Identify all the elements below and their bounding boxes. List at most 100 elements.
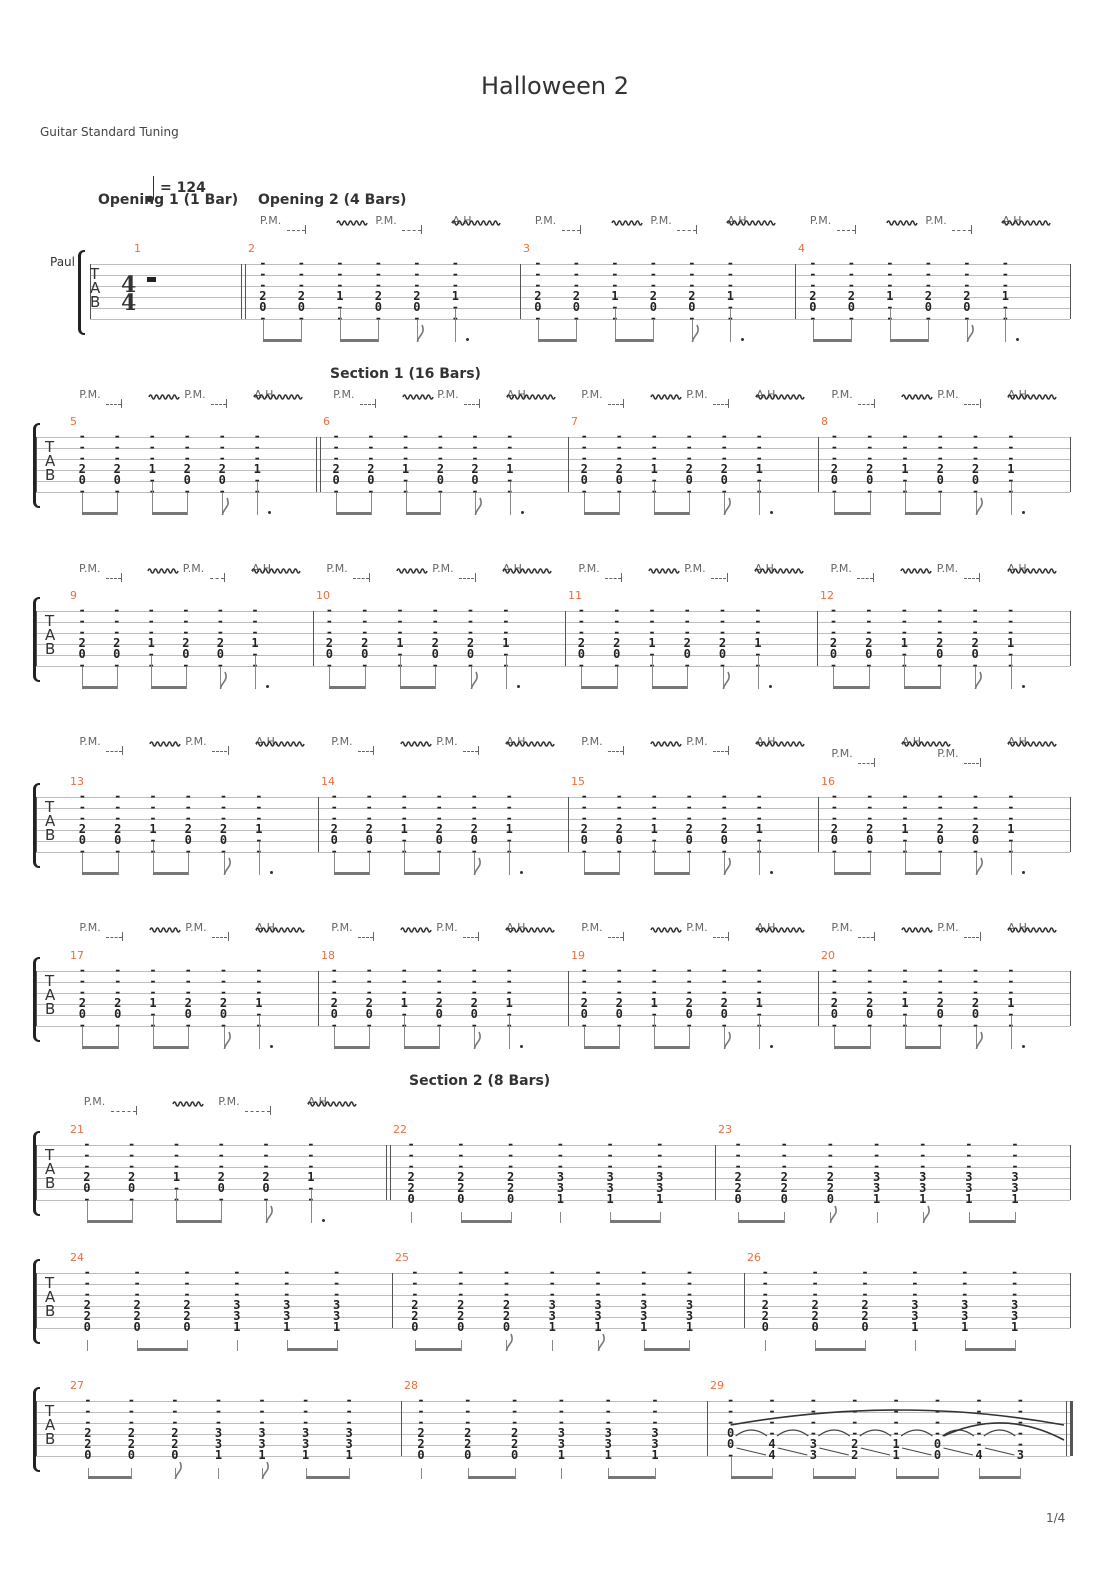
bar-number: 16 (821, 775, 835, 788)
tab-chord: ---20- (114, 789, 122, 858)
palm-mute-extension (677, 230, 696, 231)
note-stem (187, 493, 189, 515)
note-beam (738, 1220, 786, 1223)
note-stem (765, 1340, 767, 1351)
palm-mute-label: P.M. (331, 921, 353, 934)
tab-clef-letter: A (90, 279, 101, 297)
tab-chord: ---20- (78, 603, 86, 672)
note-stem (82, 1027, 84, 1049)
palm-mute-end (120, 573, 122, 582)
palm-mute-extension (964, 937, 980, 938)
vibrato-icon (149, 919, 183, 933)
dotted-note-dot (1021, 511, 1025, 514)
note-stem (619, 1027, 621, 1049)
bar-number: 10 (316, 589, 330, 602)
tab-chord: ---20- (330, 963, 338, 1032)
barline (313, 611, 314, 666)
palm-mute-label: P.M. (937, 921, 959, 934)
note-beam (262, 339, 303, 342)
palm-mute-extension (857, 578, 873, 579)
tab-chord: ---220 (457, 1137, 465, 1206)
eighth-flag-icon (723, 497, 733, 516)
barline (1070, 1273, 1071, 1328)
palm-mute-end (872, 573, 874, 582)
note-stem (730, 1457, 732, 1479)
vibrato-icon (886, 212, 920, 226)
staff-line (36, 852, 1070, 853)
note-stem (757, 656, 759, 689)
note-stem (851, 320, 853, 342)
tab-chord: ---20- (367, 429, 375, 498)
bar-number: 3 (523, 242, 530, 255)
tab-chord: ---331 (594, 1265, 602, 1334)
staff-line (36, 841, 1070, 842)
note-stem (834, 1027, 836, 1049)
bar-number: 7 (571, 415, 578, 428)
palm-mute-extension (713, 751, 729, 752)
tab-clef-letter: B (45, 466, 56, 484)
tab-chord: ---20- (259, 256, 267, 325)
section-label: Section 1 (16 Bars) (330, 366, 481, 382)
bar-number: 1 (134, 242, 141, 255)
vibrato-icon (255, 733, 308, 747)
note-stem (329, 667, 331, 689)
note-beam (614, 339, 655, 342)
palm-mute-label: P.M. (684, 562, 706, 575)
barline (1070, 971, 1071, 1026)
tab-chord: ---00- (727, 1393, 735, 1462)
tab-chord: -----4 (975, 1393, 983, 1462)
palm-mute-end (979, 758, 981, 767)
tab-chord: ---20- (830, 963, 839, 1032)
note-stem (722, 667, 724, 689)
staff-line (90, 275, 1070, 276)
dotted-note-dot (520, 1045, 524, 1048)
note-stem (509, 1016, 511, 1049)
palm-mute-extension (360, 404, 375, 405)
note-stem (82, 493, 84, 515)
note-stem (724, 1027, 726, 1049)
note-stem (581, 667, 583, 689)
note-stem (854, 1468, 856, 1479)
note-beam (643, 1348, 691, 1351)
vibrato-icon (650, 733, 684, 747)
vibrato-icon (251, 560, 304, 574)
tab-chord: ---20- (78, 429, 86, 498)
tab-chord: ---20- (936, 429, 944, 498)
note-beam (904, 872, 942, 875)
barline (1070, 797, 1071, 852)
tab-chord: ---20- (435, 963, 443, 1032)
palm-mute-label: P.M. (436, 921, 458, 934)
note-stem (117, 1027, 119, 1049)
tab-chord: ---20- (720, 789, 728, 858)
tab-clef-letter: B (45, 826, 56, 844)
note-beam (460, 1220, 512, 1223)
note-stem (1010, 482, 1012, 515)
bar-number: 26 (747, 1251, 761, 1264)
tab-chord: ---220 (411, 1265, 419, 1334)
tab-clef-letter: B (45, 1302, 56, 1320)
note-stem (186, 1340, 188, 1351)
palm-mute-label: P.M. (581, 735, 603, 748)
note-stem (460, 1340, 462, 1351)
note-stem (689, 1027, 691, 1049)
note-stem (759, 482, 761, 515)
note-beam (151, 686, 187, 689)
palm-mute-label: P.M. (831, 388, 853, 401)
vibrato-icon (307, 1093, 360, 1107)
note-stem (152, 842, 154, 875)
bar-number: 28 (404, 1379, 418, 1392)
note-stem (370, 493, 372, 515)
tab-chord: ---20- (688, 256, 696, 325)
barline (1070, 1145, 1071, 1200)
tie-slur-arcs (707, 1401, 1070, 1458)
palm-mute-end (970, 225, 972, 234)
note-stem (759, 842, 761, 875)
tab-clef-letter: A (45, 1288, 56, 1306)
palm-mute-label: P.M. (79, 735, 101, 748)
dotted-note-dot (321, 1219, 325, 1222)
note-stem (131, 1201, 133, 1223)
staff-line (36, 808, 1070, 809)
note-stem (759, 1016, 761, 1049)
tab-chord: ---220 (507, 1137, 515, 1206)
note-beam (286, 1348, 338, 1351)
